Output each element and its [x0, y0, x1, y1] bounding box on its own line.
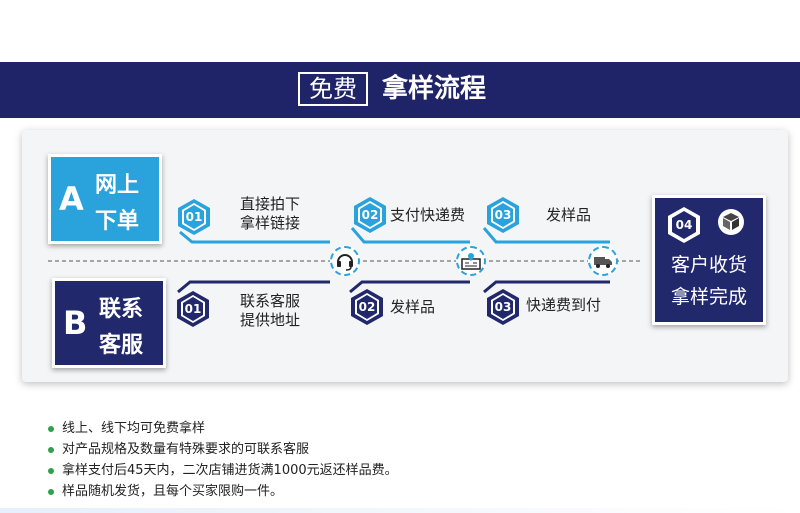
truck-icon: [588, 246, 618, 276]
online-step-3-label: 发样品: [546, 206, 592, 224]
online-step-1-line1: 直接拍下: [240, 195, 301, 213]
offline-step-2-badge: [350, 288, 384, 326]
bullet-icon: [48, 468, 54, 474]
list-item: 拿样支付后45天内，二次店铺进货满1000元返还样品费。: [48, 460, 748, 481]
online-step-2-badge: [353, 196, 387, 234]
received-complete-tile: 04 客户收货 拿样完成: [652, 195, 766, 325]
offline-step-3-number: 03: [494, 300, 512, 314]
final-line2: 拿样完成: [670, 286, 747, 308]
list-item: 样品随机发货，且每个买家限购一件。: [48, 481, 748, 502]
online-connector-3: [482, 227, 610, 244]
page-title: 拿样流程: [382, 74, 487, 104]
online-step-1-number: 01: [185, 210, 203, 224]
headset-icon: [330, 246, 360, 276]
offline-label-line1: 联系: [99, 297, 144, 322]
address-card-icon: [456, 246, 486, 276]
package-icon: [717, 208, 745, 240]
offline-letter: B: [63, 304, 88, 342]
offline-step-1-line1: 联系客服: [240, 292, 301, 310]
online-order-tile: A 网上 下单: [48, 154, 162, 244]
online-connector-2: [350, 227, 470, 244]
list-item: 对产品规格及数量有特殊要求的可联系客服: [48, 439, 748, 460]
online-label-line1: 网上: [95, 173, 140, 198]
free-tag: 免费: [298, 72, 368, 106]
bullet-icon: [48, 489, 54, 495]
offline-connector-2: [349, 280, 470, 294]
online-step-3-number: 03: [494, 208, 512, 222]
offline-step-2-label: 发样品: [390, 298, 436, 316]
notes-list: 线上、线下均可免费拿样 对产品规格及数量有特殊要求的可联系客服 拿样支付后45天…: [48, 418, 748, 502]
list-item: 线上、线下均可免费拿样: [48, 418, 748, 439]
offline-step-3-label: 快递费到付: [526, 296, 602, 314]
final-step-number: 04: [675, 218, 693, 232]
online-step-3-badge: [486, 196, 520, 234]
contact-service-tile: B 联系 客服: [52, 278, 166, 368]
offline-step-2-number: 02: [358, 300, 376, 314]
final-step-badge: [667, 206, 701, 244]
offline-step-1-badge: [176, 290, 210, 328]
online-step-1-badge: [177, 198, 211, 236]
online-letter: A: [59, 180, 84, 218]
bullet-icon: [48, 426, 54, 432]
header-banner: 免费 拿样流程: [0, 62, 800, 118]
offline-step-1-number: 01: [184, 302, 202, 316]
bullet-icon: [48, 447, 54, 453]
offline-step-1-line2: 提供地址: [240, 311, 301, 329]
online-step-2-label: 支付快递费: [390, 206, 466, 224]
online-connector-1: [179, 230, 330, 244]
online-step-2-number: 02: [361, 208, 379, 222]
bottom-decoration: [0, 508, 800, 513]
final-line1: 客户收货: [670, 254, 747, 276]
online-step-1-line2: 拿样链接: [240, 214, 301, 232]
offline-connector-1: [177, 280, 330, 294]
offline-label-line2: 客服: [99, 333, 144, 358]
online-label-line2: 下单: [95, 209, 140, 234]
offline-connector-3: [483, 280, 610, 294]
offline-step-3-badge: [486, 288, 520, 326]
